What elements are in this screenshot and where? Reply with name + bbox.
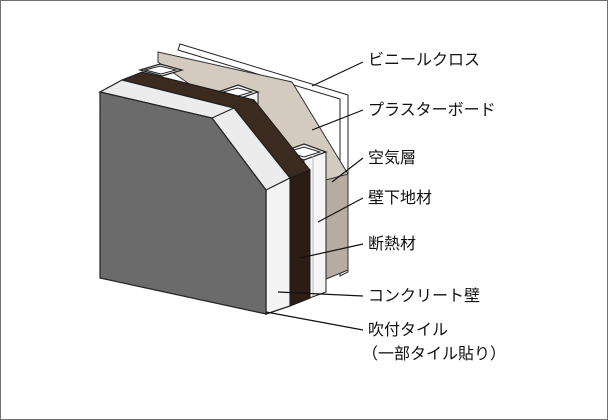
label-spray-tile: 吹付タイル bbox=[368, 320, 449, 339]
vinyl-cloth-layer bbox=[177, 43, 349, 277]
label-wall-base: 壁下地材 bbox=[368, 188, 433, 207]
label-vinyl-cloth: ビニールクロス bbox=[368, 50, 481, 69]
plasterboard-layer bbox=[157, 51, 349, 280]
label-air-layer: 空気層 bbox=[368, 148, 417, 167]
label-spray-tile-note: （一部タイル貼り） bbox=[362, 344, 507, 363]
label-concrete-wall: コンクリート壁 bbox=[368, 286, 481, 305]
leader-lines bbox=[265, 61, 364, 331]
spray-tile-face bbox=[99, 91, 267, 315]
label-plasterboard: プラスターボード bbox=[368, 100, 496, 119]
concrete-wall-layer bbox=[98, 79, 291, 315]
label-insulation: 断熱材 bbox=[368, 234, 417, 253]
